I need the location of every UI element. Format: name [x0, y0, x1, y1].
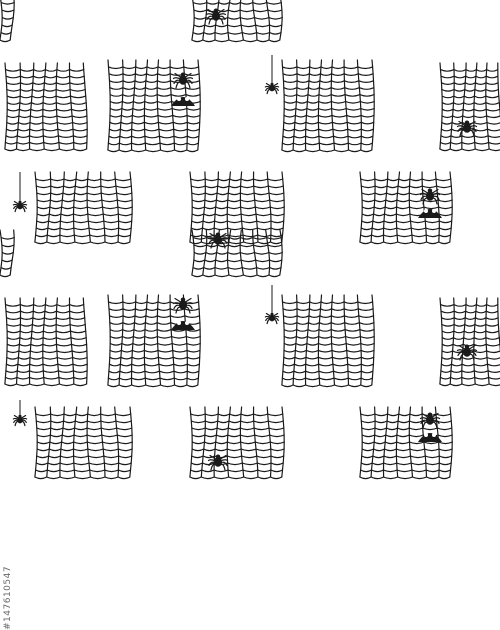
- spider-web: [4, 297, 88, 387]
- spider-web: [359, 171, 453, 245]
- spider-on-thread: [12, 172, 28, 213]
- spider: [207, 232, 229, 249]
- spider-web: [4, 62, 88, 152]
- spider: [205, 8, 227, 25]
- web-layer: [0, 0, 500, 480]
- spider: [172, 72, 194, 89]
- spider-web: [189, 406, 285, 480]
- spider-web: [34, 171, 133, 245]
- spider-web: [359, 406, 453, 480]
- spider-on-thread: [264, 285, 280, 325]
- spider-web: [281, 59, 375, 153]
- peeking-spider: [418, 433, 442, 442]
- spider: [419, 412, 441, 429]
- spider: [207, 454, 229, 471]
- spider-web: [0, 0, 15, 43]
- spider: [419, 188, 441, 205]
- spider-web: [107, 294, 201, 388]
- spider: [456, 344, 478, 361]
- stock-id-watermark: #147610547: [3, 565, 13, 630]
- spider: [172, 297, 194, 314]
- spider-web: [281, 294, 375, 388]
- spider-layer: [12, 8, 478, 471]
- spider-on-thread: [264, 55, 280, 95]
- spider-on-thread: [12, 400, 28, 427]
- peeking-spider: [171, 97, 195, 106]
- peeking-spider: [418, 209, 442, 218]
- spider-web: [191, 0, 283, 43]
- spider: [456, 120, 478, 137]
- spider-web: [0, 229, 15, 278]
- spider-web: [189, 171, 285, 245]
- spider-web: [439, 297, 500, 387]
- spider-web: [34, 406, 133, 480]
- spider-web: [439, 62, 500, 152]
- peeking-spider: [171, 321, 195, 330]
- web-pattern-canvas: [0, 0, 500, 480]
